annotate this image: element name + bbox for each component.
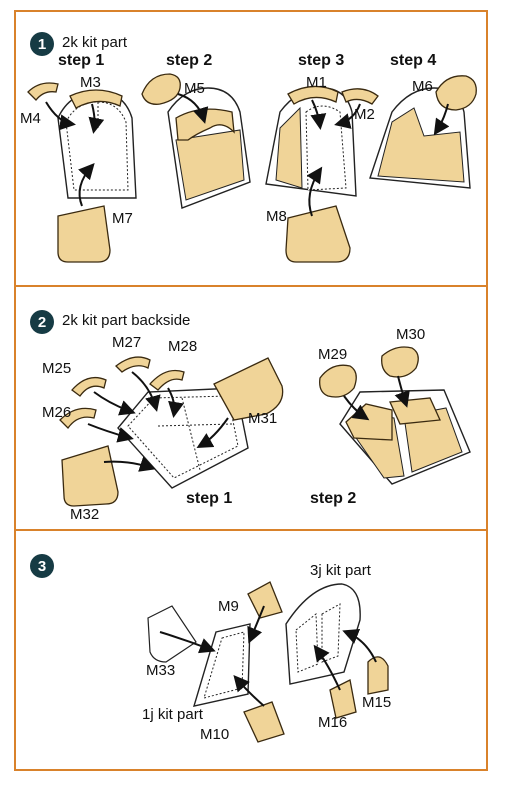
arrow-m6 (433, 103, 450, 136)
arrow-m28 (167, 387, 184, 418)
s1-step3-canopy (265, 87, 357, 197)
section-2-badge: 2 (30, 310, 54, 334)
arrow-m1 (310, 99, 327, 130)
label-m7: M7 (112, 210, 133, 227)
label-m16: M16 (318, 714, 348, 731)
arrow-m8 (306, 166, 323, 217)
label-m28: M28 (168, 338, 198, 355)
mask-m8 (285, 205, 351, 263)
mask-m4 (27, 82, 59, 101)
s2-step1-label: step 1 (186, 490, 233, 507)
mask-m9 (247, 581, 283, 619)
s1-step1-canopy (57, 91, 137, 199)
label-m26: M26 (42, 404, 72, 421)
arrow-m32 (103, 456, 156, 472)
arrow-m7 (78, 163, 95, 207)
label-m10: M10 (200, 726, 230, 743)
mask-m16 (329, 679, 357, 719)
mask-m15 (367, 656, 389, 695)
label-m3: M3 (80, 74, 101, 91)
mask-m27 (115, 356, 151, 373)
label-m31: M31 (248, 410, 278, 427)
mask-m7 (57, 205, 111, 263)
section-1-title: 2k kit part (62, 34, 128, 51)
mask-m33 (147, 605, 197, 663)
label-m15: M15 (362, 694, 392, 711)
mask-m10 (243, 701, 285, 743)
s1-step4-label: step 4 (390, 52, 437, 69)
mask-m31 (213, 357, 284, 421)
arrow-m29 (343, 395, 370, 421)
section-3-badge: 3 (30, 554, 54, 578)
mask-m1 (287, 85, 339, 105)
mask-m2 (341, 88, 379, 105)
label-m9: M9 (218, 598, 239, 615)
mask-m5 (141, 73, 181, 105)
mask-m30 (381, 346, 419, 378)
label-m4: M4 (20, 110, 41, 127)
label-m1: M1 (306, 74, 327, 91)
s1-step2-canopy (167, 87, 251, 209)
mask-m26 (59, 407, 97, 430)
s1-step3-label: step 3 (298, 52, 345, 69)
mask-m6 (435, 75, 477, 111)
arrow-m31 (196, 417, 229, 448)
s2-step2-backside (339, 389, 471, 485)
label-m25: M25 (42, 360, 72, 377)
label-m30: M30 (396, 326, 426, 343)
label-m32: M32 (70, 506, 100, 523)
arrow-m16 (313, 644, 341, 691)
label-m2: M2 (354, 106, 375, 123)
mask-m25 (71, 376, 107, 397)
s3-1j-frame (192, 623, 251, 707)
part-3j-label: 3j kit part (310, 562, 371, 579)
mask-m32 (61, 445, 119, 507)
arrow-m10 (233, 674, 265, 707)
s1-step2-label: step 2 (166, 52, 213, 69)
label-m27: M27 (112, 334, 142, 351)
mask-m29 (319, 364, 357, 398)
arrow-m4 (45, 101, 76, 131)
section-2-title: 2k kit part backside (62, 312, 191, 329)
label-m6: M6 (412, 78, 433, 95)
s2-step2-label: step 2 (310, 490, 357, 507)
arrow-m9 (247, 605, 265, 644)
label-m33: M33 (146, 662, 176, 679)
label-m5: M5 (184, 80, 205, 97)
mask-m28 (149, 369, 185, 391)
arrow-m30 (394, 375, 410, 408)
label-m29: M29 (318, 346, 348, 363)
arrow-m2 (334, 103, 361, 129)
s1-step1-label: step 1 (58, 52, 105, 69)
part-1j-label: 1j kit part (142, 706, 203, 723)
section-1-badge: 1 (30, 32, 54, 56)
arrow-m27 (131, 371, 161, 412)
arrow-m33 (159, 631, 216, 654)
arrow-m5 (177, 93, 209, 124)
arrow-m26 (87, 423, 134, 443)
mask-m3 (69, 89, 123, 109)
arrow-m25 (93, 391, 136, 416)
s3-3j-canopy (285, 583, 361, 685)
section-3-panel (14, 529, 488, 771)
arrow-m3 (88, 103, 105, 134)
label-m8: M8 (266, 208, 287, 225)
arrow-m15 (342, 629, 377, 663)
